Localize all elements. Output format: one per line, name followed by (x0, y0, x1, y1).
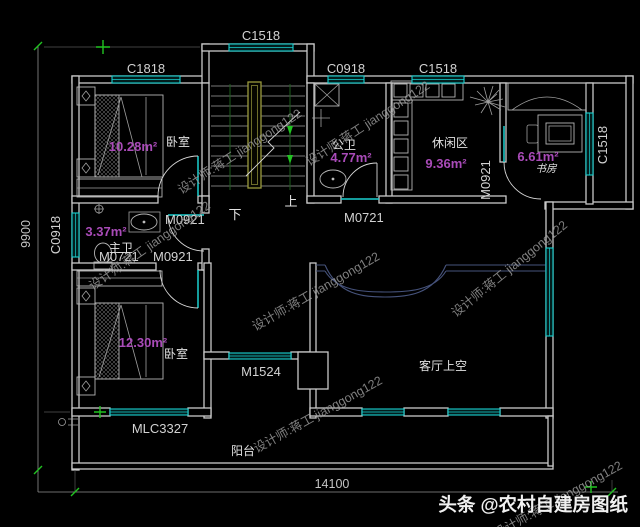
door-label-m0921-bedroom1: M0921 (165, 212, 205, 227)
room-label-balcony: 阳台 (231, 443, 255, 458)
plant-icon (469, 85, 506, 116)
door-label-m0921-study: M0921 (478, 160, 493, 200)
dimension-bottom-total: 14100 (315, 477, 350, 491)
area-label-bedroom1: 10.28m² (109, 139, 158, 154)
door-label-m0721-publicbath: M0721 (344, 210, 384, 225)
area-label-study: 6.61m² (517, 149, 559, 164)
room-label-master-bath: 主卫 (109, 241, 133, 255)
window-label-c0918-left: C0918 (48, 216, 63, 254)
window-label-c1518-stair: C1518 (242, 28, 280, 43)
area-label-master-bath: 3.37m² (85, 224, 127, 239)
window-label-mlc3327: MLC3327 (132, 421, 188, 436)
bed-bedroom1 (76, 86, 164, 198)
door-label-m1524: M1524 (241, 364, 281, 379)
window-label-c1518-right: C1518 (595, 126, 610, 164)
room-labels-group: 10.28m² 卧室 3.37m² 主卫 12.30m² 卧室 公卫 4.77m… (85, 134, 559, 458)
bed-bedroom2 (76, 270, 164, 396)
branding-text: 头条 @农村自建房图纸 (438, 494, 628, 515)
stair-up-label: 上 (284, 194, 297, 209)
windows-group (71, 43, 594, 416)
area-label-leisure: 9.36m² (425, 156, 467, 171)
room-label-bedroom2: 卧室 (164, 346, 188, 361)
furniture-group (58, 80, 587, 426)
window-label-c1518-top: C1518 (419, 61, 457, 76)
stair-down-label: 下 (228, 207, 241, 222)
stairs-group: 下 上 (211, 81, 305, 222)
watermark-text: 设计师:蒋工 jianggong122 (175, 106, 304, 197)
room-label-leisure: 休闲区 (432, 136, 468, 150)
fixtures-master-bath (93, 204, 161, 270)
room-label-study: 书房 (536, 163, 558, 175)
fixtures-public-bath (312, 83, 347, 189)
curved-bay-wall (316, 264, 547, 298)
area-label-bedroom2: 12.30m² (119, 335, 168, 350)
window-label-c1818: C1818 (127, 61, 165, 76)
door-label-m0721-masterbath: M0721 (99, 249, 139, 264)
dimensions-group: 9900 14100 (19, 40, 618, 497)
room-label-public-bath: 公卫 (332, 138, 356, 152)
doors-group (157, 126, 542, 309)
dimension-left-total: 9900 (19, 220, 33, 248)
door-label-m0921-bedroom2: M0921 (153, 249, 193, 264)
opening-labels-group: C1818 C1518 C0918 C0918 C1518 C1518 MLC3… (48, 28, 610, 436)
window-label-c0918-top: C0918 (327, 61, 365, 76)
drain-symbol (58, 418, 78, 426)
room-label-bedroom1: 卧室 (166, 134, 190, 149)
area-label-public-bath: 4.77m² (330, 150, 372, 165)
room-label-living-void: 客厅上空 (419, 358, 467, 373)
desk-study (507, 82, 587, 153)
